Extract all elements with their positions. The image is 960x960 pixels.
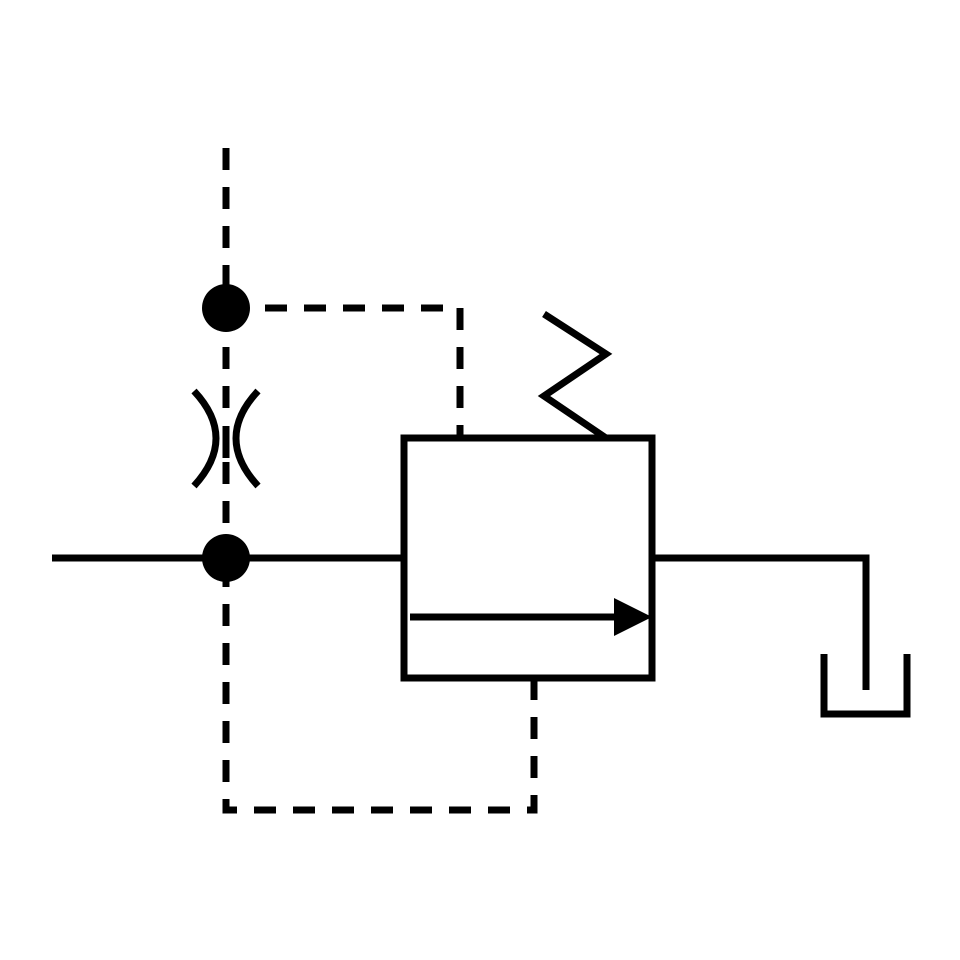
outlet-line-to-tank	[652, 554, 870, 690]
pilot-line-to-valve-top	[226, 304, 464, 438]
orifice-restrictor-icon	[191, 388, 261, 489]
tank-reservoir-icon	[820, 654, 911, 718]
junction-dot-lower	[202, 534, 250, 582]
drain-line-from-valve-bottom	[222, 558, 538, 814]
valve-envelope-box	[400, 434, 656, 682]
flow-arrow-icon	[410, 598, 652, 636]
spring-icon	[537, 311, 613, 441]
junction-dot-upper	[202, 284, 250, 332]
